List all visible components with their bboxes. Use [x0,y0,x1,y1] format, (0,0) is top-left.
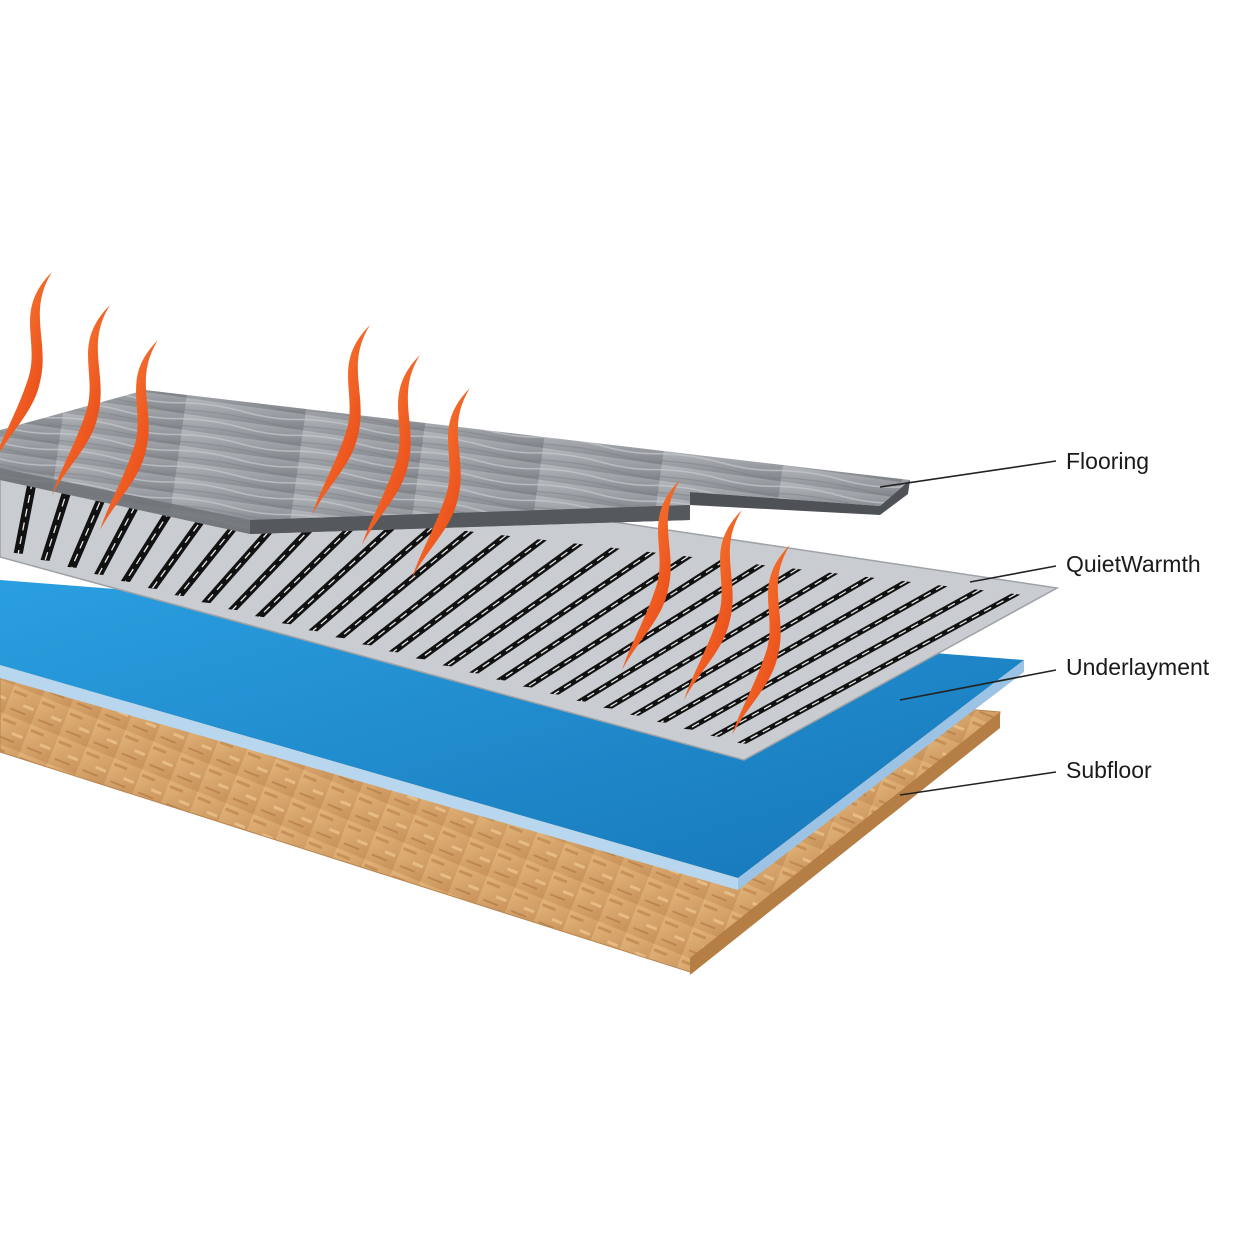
label-underlayment: Underlayment [1066,654,1210,680]
heating-strip-conductor [660,580,907,723]
heating-strip [710,589,984,737]
heating-strip-conductor [634,576,871,716]
heating-strip-conductor [473,551,652,674]
leader-lines [879,460,1057,796]
heating-strip-conductor [366,535,507,646]
heating-strip-conductor [17,481,33,554]
heating-strip-conductor [312,526,434,632]
label-quietwarmth: QuietWarmth [1066,551,1201,577]
heating-strip-conductor [71,489,106,568]
leader-line-flooring [879,460,1057,488]
heating-strip [308,526,438,632]
leader-line-quietwarmth [969,565,1057,583]
heating-strip [415,543,584,660]
heating-strips [13,480,1021,744]
heating-strip [629,576,875,716]
heating-strip-conductor [553,564,762,695]
heating-strip-conductor [526,560,725,688]
heat-flames [0,272,790,735]
heating-film-layer [0,469,1060,761]
leader-line-subfloor [899,771,1057,796]
heating-strip-conductor [258,518,361,618]
label-flooring: Flooring [1066,448,1150,474]
heating-strip [228,514,329,611]
heat-flame-icon [622,480,680,670]
heat-flame-icon [52,305,110,495]
heating-strip [549,564,766,695]
heat-flame-icon [312,325,370,515]
heating-strip [469,551,657,674]
label-subfloor: Subfloor [1066,757,1152,783]
heating-strip [40,484,74,561]
heating-strip-conductor [500,555,689,681]
heating-strip-conductor [580,568,798,702]
heat-flame-icon [732,545,790,735]
heating-strip [13,480,37,554]
heating-strip [147,501,219,590]
heat-flame-icon [362,355,420,545]
heating-strip-conductor [392,539,543,653]
heating-strip [388,539,547,653]
heating-strip-conductor [741,593,1017,744]
leader-line-underlayment [899,669,1057,701]
heat-flame-icon [100,340,158,530]
heating-strip-conductor [419,543,580,660]
heat-flame-icon [0,272,52,452]
heat-flame-icon [684,510,742,700]
heating-strip-conductor [285,522,398,625]
heating-strip [335,530,474,639]
heating-strip-conductor [687,585,944,730]
heat-flame-icon [412,388,470,578]
heating-strip-conductor [446,547,616,667]
